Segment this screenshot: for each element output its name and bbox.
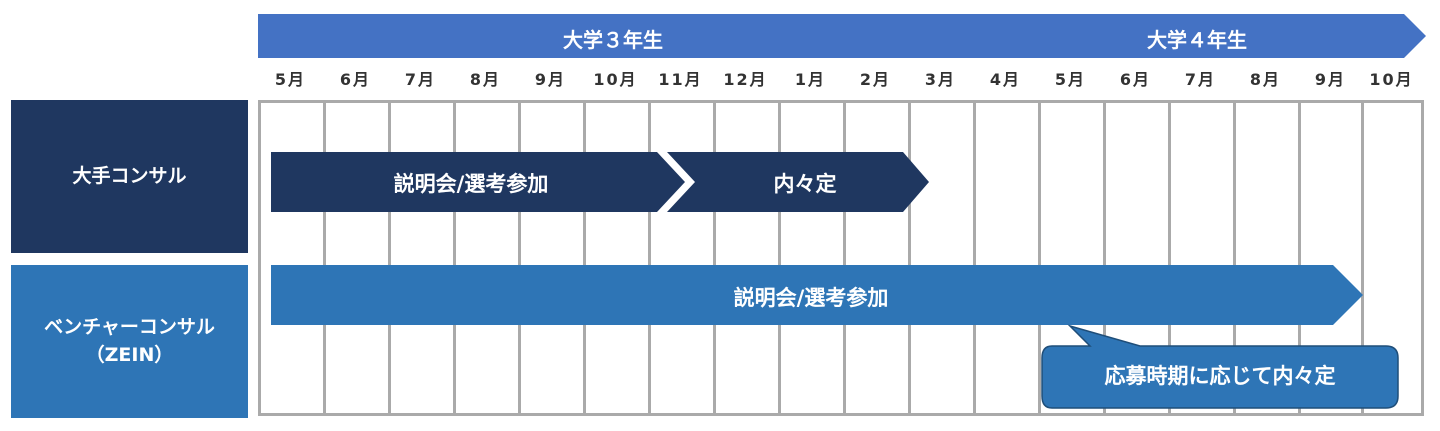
venture-consulting-bars	[271, 265, 1363, 325]
selection-phase-bar	[271, 152, 685, 212]
timeline-grid	[258, 100, 1424, 416]
grid-line	[1361, 103, 1364, 413]
grid-line	[1038, 103, 1041, 413]
month-label: 10月	[593, 70, 638, 89]
grid-line	[453, 103, 456, 413]
month-label: 8月	[1249, 70, 1282, 89]
grid-line	[648, 103, 651, 413]
month-label: 6月	[339, 70, 372, 89]
grid-line	[388, 103, 391, 413]
grid-line	[713, 103, 716, 413]
row-label-text: ベンチャーコンサル	[44, 315, 215, 338]
row-label-text: （ZEIN）	[85, 343, 174, 366]
row-label-large-consulting: 大手コンサル	[11, 100, 248, 253]
offer-phase-bar	[667, 152, 929, 212]
month-label: 11月	[658, 70, 703, 89]
month-label: 5月	[274, 70, 307, 89]
month-label: 12月	[723, 70, 768, 89]
year-3-label: 大学３年生	[563, 28, 663, 52]
grid-line	[1103, 103, 1106, 413]
month-label: 9月	[534, 70, 567, 89]
month-label: 2月	[859, 70, 892, 89]
month-label: 7月	[1184, 70, 1217, 89]
month-label: 5月	[1054, 70, 1087, 89]
grid-line	[1233, 103, 1236, 413]
month-labels: 5月 6月 7月 8月 9月 10月 11月 12月 1月 2月 3月 4月 5…	[258, 66, 1424, 94]
month-label: 1月	[794, 70, 827, 89]
month-label: 4月	[989, 70, 1022, 89]
offer-phase-label: 内々定	[773, 172, 837, 196]
venture-selection-phase-label: 説明会/選考参加	[733, 286, 889, 310]
grid-line	[583, 103, 586, 413]
grid-line	[778, 103, 781, 413]
row-label-text: 大手コンサル	[72, 164, 187, 187]
selection-phase-label: 説明会/選考参加	[393, 172, 549, 196]
grid-line	[518, 103, 521, 413]
grid-line	[1168, 103, 1171, 413]
grid-line	[1298, 103, 1301, 413]
row-label-venture-consulting: ベンチャーコンサル （ZEIN）	[11, 265, 248, 418]
large-consulting-bars	[271, 152, 929, 212]
month-label: 8月	[469, 70, 502, 89]
year-4-label: 大学４年生	[1147, 28, 1247, 52]
grid-line	[973, 103, 976, 413]
year-arrows	[258, 14, 1426, 58]
callout-bubble	[1041, 324, 1399, 409]
grid-line	[843, 103, 846, 413]
venture-selection-phase-bar	[271, 265, 1363, 325]
month-label: 7月	[404, 70, 437, 89]
month-label: 10月	[1369, 70, 1414, 89]
grid-line	[323, 103, 326, 413]
grid-line	[908, 103, 911, 413]
month-label: 9月	[1314, 70, 1347, 89]
year-4-arrow	[970, 14, 1426, 58]
offer-callout-text: 応募時期に応じて内々定	[1104, 364, 1336, 388]
month-label: 6月	[1119, 70, 1152, 89]
month-label: 3月	[924, 70, 957, 89]
offer-callout-shape	[1041, 324, 1399, 409]
